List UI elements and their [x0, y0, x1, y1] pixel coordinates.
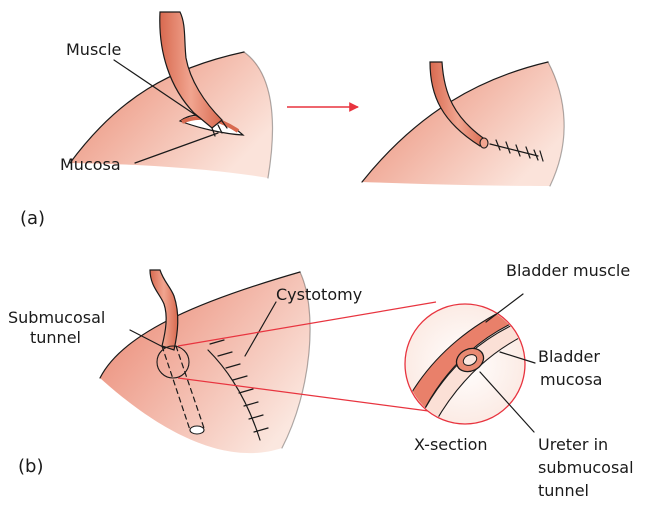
cystotomy-label: Cystotomy — [276, 285, 362, 304]
panel-b-label: (b) — [18, 456, 43, 477]
submucosal-tunnel-label-line2: tunnel — [30, 328, 81, 347]
bladder-muscle-label: Bladder muscle — [506, 261, 630, 280]
muscle-label: Muscle — [66, 40, 121, 59]
ureter-label-line1: Ureter in — [538, 435, 608, 454]
bladder-mucosa-label-line2: mucosa — [540, 370, 602, 389]
bladder-muscle-leader — [486, 294, 523, 322]
bladder-mucosa-label-line1: Bladder — [538, 347, 600, 366]
cross-section-view — [404, 294, 546, 432]
panel-a-left-bladder: Muscle Mucosa — [60, 12, 273, 178]
mucosa-label: Mucosa — [60, 155, 121, 174]
panel-a-right-bladder — [362, 62, 564, 186]
submucosal-tunnel-label-line1: Submucosal — [8, 308, 105, 327]
panel-a-label: (a) — [20, 208, 45, 229]
ureter-label-line3: tunnel — [538, 481, 589, 500]
ureter-label-line2: submucosal — [538, 458, 634, 477]
x-section-label: X-section — [414, 435, 488, 454]
